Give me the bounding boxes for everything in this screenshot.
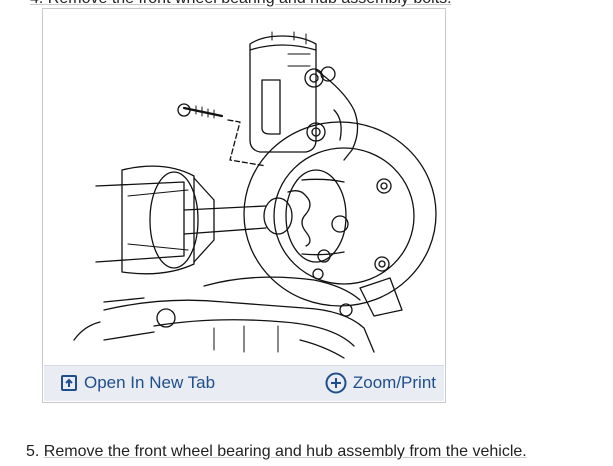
figure-container: Open In New Tab Zoom/Print — [42, 8, 446, 403]
open-in-new-tab-icon — [60, 374, 78, 392]
figure-toolbar: Open In New Tab Zoom/Print — [44, 365, 444, 401]
open-in-new-tab-label: Open In New Tab — [84, 373, 216, 392]
previous-step-text: 4. Remove the front wheel bearing and hu… — [30, 0, 452, 8]
step-5: 5. Remove the front wheel bearing and hu… — [26, 443, 527, 461]
step-number: 5. — [26, 443, 40, 460]
plus-circle-icon — [325, 372, 347, 394]
wheel-hub-illustration[interactable] — [44, 10, 444, 366]
open-in-new-tab-button[interactable]: Open In New Tab — [60, 366, 215, 400]
zoom-print-button[interactable]: Zoom/Print — [325, 366, 436, 400]
step-text: Remove the front wheel bearing and hub a… — [43, 443, 527, 460]
zoom-print-label: Zoom/Print — [352, 373, 436, 392]
